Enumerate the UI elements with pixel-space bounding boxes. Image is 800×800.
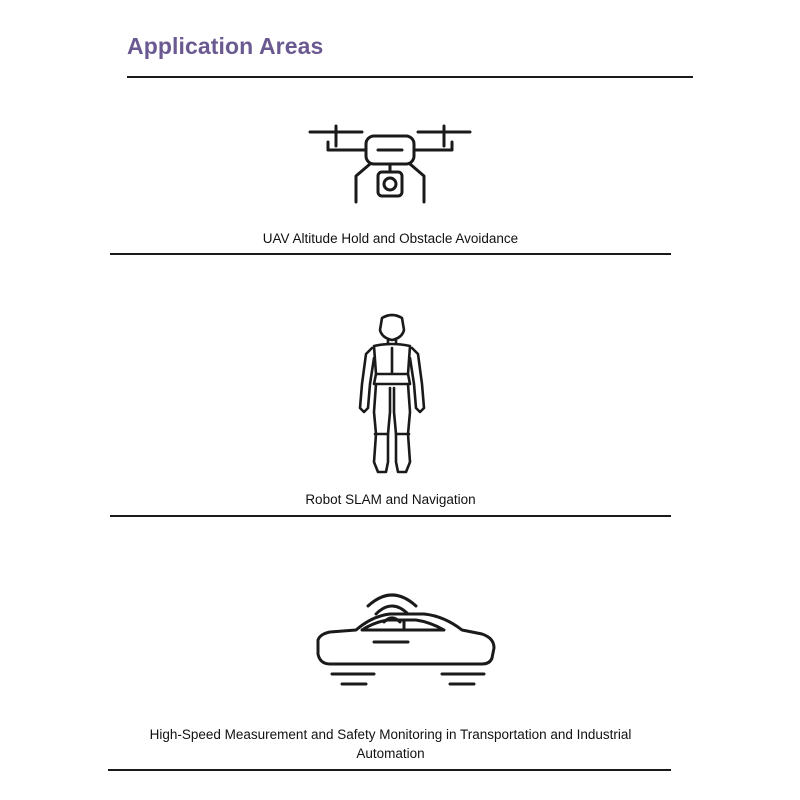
application-caption-transport: High-Speed Measurement and Safety Monito… bbox=[110, 725, 671, 763]
application-caption-uav: UAV Altitude Hold and Obstacle Avoidance bbox=[262, 231, 519, 246]
caption-line-2: Automation bbox=[356, 746, 425, 761]
caption-line-1: High-Speed Measurement and Safety Monito… bbox=[149, 727, 632, 742]
page-title: Application Areas bbox=[127, 33, 324, 59]
drone-icon bbox=[306, 120, 474, 208]
humanoid-robot-icon bbox=[350, 312, 434, 478]
title-divider bbox=[127, 76, 693, 78]
section-divider-1 bbox=[110, 253, 671, 255]
application-caption-robot: Robot SLAM and Navigation bbox=[305, 492, 476, 507]
section-divider-3 bbox=[108, 769, 671, 771]
section-divider-2 bbox=[110, 515, 671, 517]
car-with-signal-icon bbox=[312, 586, 498, 694]
